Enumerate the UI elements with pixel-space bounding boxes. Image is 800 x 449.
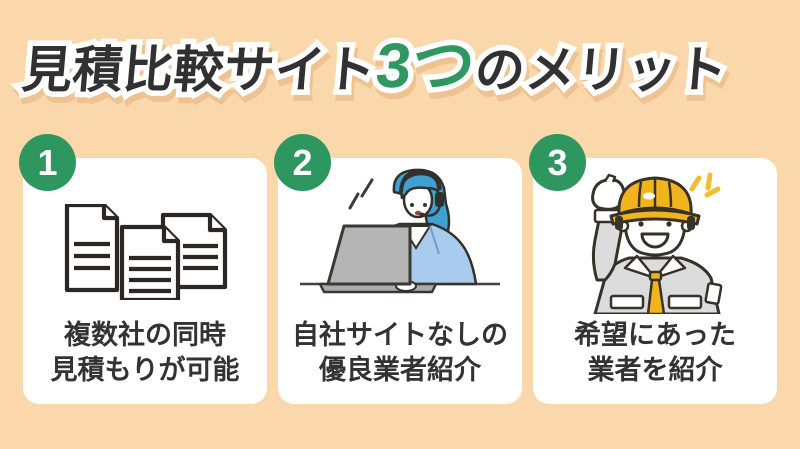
caption-line: 優良業者紹介 xyxy=(319,355,481,385)
caption-line: 業者を紹介 xyxy=(587,355,723,385)
title-text-left: 見積比較サイト xyxy=(19,42,379,98)
card-caption-3: 希望にあった 業者を紹介 xyxy=(533,318,777,388)
caption-line: 自社サイトなしの xyxy=(292,320,508,350)
merit-card-2: 2 xyxy=(274,134,522,404)
title-accent-text: 3つ xyxy=(373,31,479,101)
merit-card-1: 1 xyxy=(19,134,267,404)
number-badge-1: 1 xyxy=(19,134,76,191)
page-title-fill-layer: 見積比較サイト3つのメリット xyxy=(18,28,731,121)
documents-icon xyxy=(64,204,228,300)
call-operator-woman-icon xyxy=(300,168,500,294)
title-text-right: のメリット xyxy=(472,42,730,98)
caption-line: 複数社の同時 xyxy=(64,320,226,350)
caption-line: 見積もりが可能 xyxy=(50,355,240,385)
page-title: 見積比較サイト3つのメリット 見積比較サイト3つのメリット 見積比較サイト3つの… xyxy=(14,26,737,121)
number-badge-3: 3 xyxy=(529,134,586,191)
merit-card-3: 3 xyxy=(529,134,777,404)
card-caption-1: 複数社の同時 見積もりが可能 xyxy=(23,318,267,388)
number-badge-2: 2 xyxy=(274,134,331,191)
construction-worker-icon xyxy=(591,172,723,314)
card-caption-2: 自社サイトなしの 優良業者紹介 xyxy=(278,318,522,388)
caption-line: 希望にあった xyxy=(574,320,736,350)
